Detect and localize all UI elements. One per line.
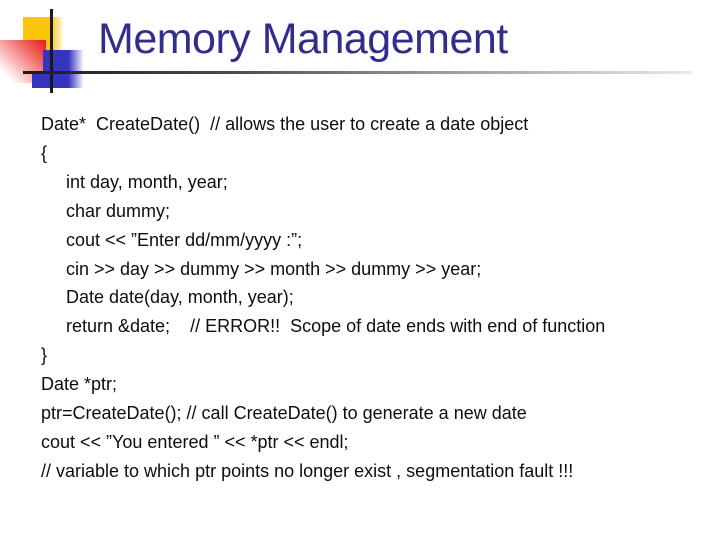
decoration-blue-square-foot bbox=[32, 72, 44, 88]
title-underline-rule bbox=[23, 71, 692, 74]
code-line: ptr=CreateDate(); // call CreateDate() t… bbox=[41, 403, 527, 424]
code-line: Date *ptr; bbox=[41, 374, 118, 395]
decoration-vertical-line bbox=[50, 9, 53, 93]
code-line: } bbox=[41, 345, 48, 366]
code-line: Date* CreateDate() // allows the user to… bbox=[41, 114, 529, 134]
code-line: // variable to which ptr points no longe… bbox=[41, 460, 574, 481]
code-line: int day, month, year; bbox=[66, 171, 228, 192]
code-line: cout << ”Enter dd/mm/yyyy :”; bbox=[66, 229, 303, 250]
slide-title: Memory Management bbox=[98, 15, 508, 63]
code-line: { bbox=[41, 142, 48, 163]
decoration-blue-square bbox=[43, 50, 84, 88]
code-line: Date date(day, month, year); bbox=[66, 287, 294, 308]
code-block: Date* CreateDate() // allows the user to… bbox=[41, 110, 605, 486]
code-line: cin >> day >> dummy >> month >> dummy >>… bbox=[66, 258, 482, 279]
code-line: char dummy; bbox=[66, 200, 171, 221]
code-line: cout << ”You entered ” << *ptr << endl; bbox=[41, 431, 349, 452]
code-line: return &date; // ERROR!! Scope of date e… bbox=[66, 316, 606, 337]
